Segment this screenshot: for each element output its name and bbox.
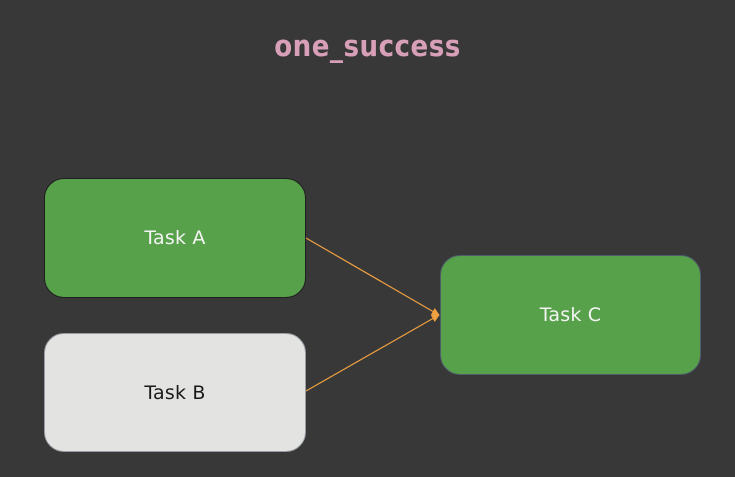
edge-task-b-to-task-c	[305, 314, 440, 392]
node-label-task-a: Task A	[144, 227, 206, 249]
node-task-a[interactable]: Task A	[44, 178, 306, 298]
node-label-task-c: Task C	[539, 304, 602, 326]
diagram-title: one_success	[274, 29, 461, 63]
node-label-task-b: Task B	[144, 381, 206, 404]
node-task-b[interactable]: Task B	[44, 333, 306, 452]
node-task-c[interactable]: Task C	[440, 255, 701, 375]
edge-task-a-to-task-c	[305, 237, 440, 316]
